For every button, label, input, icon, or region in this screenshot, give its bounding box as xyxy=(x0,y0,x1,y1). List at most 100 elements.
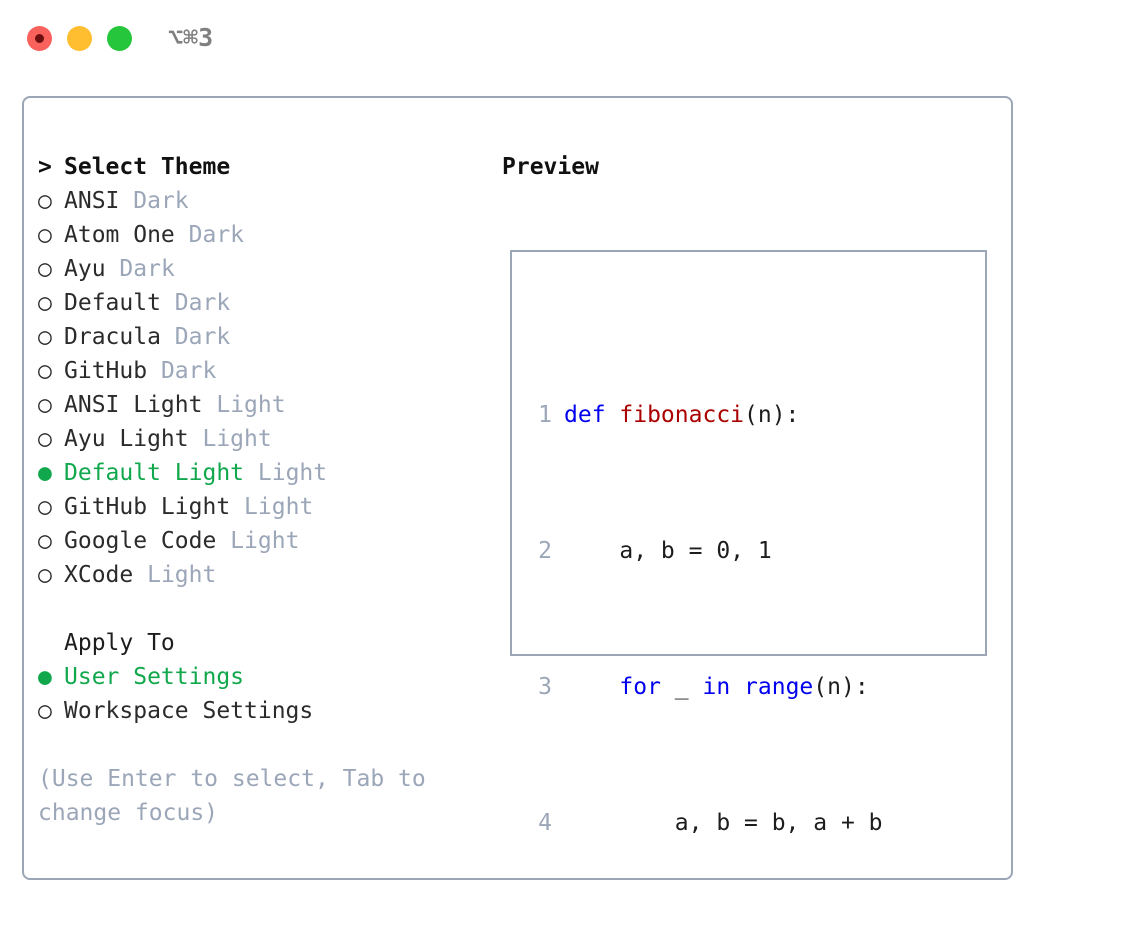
theme-variant-text: Dark xyxy=(133,188,189,214)
blank-marker xyxy=(38,626,64,660)
radio-unselected-icon: ○ xyxy=(38,256,52,282)
theme-variant-badge: Dark xyxy=(147,358,216,384)
theme-option-label: Atom One xyxy=(64,222,175,248)
theme-list-title: > Select Theme xyxy=(38,150,498,184)
dialog-panel: >Select Theme ○ANSI Dark ○Atom One Dark … xyxy=(22,96,1013,880)
theme-variant-text: Light xyxy=(257,460,328,486)
theme-variant-badge: Dark xyxy=(106,256,175,282)
theme-variant-text: Dark xyxy=(174,324,231,350)
page-title: Select Theme xyxy=(64,154,231,180)
preview-title: Preview xyxy=(502,154,599,180)
code-line: 3 for _ in range(n): xyxy=(524,670,910,704)
preview-box: 1 def fibonacci(n): 2 a, b = 0, 1 3 for _… xyxy=(510,250,987,836)
prompt-caret-icon: > xyxy=(38,154,52,180)
preview-column: Preview 1 def fibonacci(n): 2 a, b = 0, 1… xyxy=(502,150,1002,836)
radio-selected-icon: ● xyxy=(38,664,52,690)
theme-variant-text: Dark xyxy=(160,358,217,384)
theme-option-label: Dracula xyxy=(64,324,161,350)
radio-unselected-icon: ○ xyxy=(38,426,52,452)
radio-unselected-icon: ○ xyxy=(38,222,52,248)
radio-selected-icon: ● xyxy=(38,460,52,486)
theme-variant-text: Light xyxy=(216,392,286,418)
theme-variant-badge: Dark xyxy=(161,290,230,316)
radio-unselected-icon: ○ xyxy=(38,188,52,214)
keyboard-shortcut-label: ⌥⌘3 xyxy=(168,23,214,52)
code-token: (n): xyxy=(744,402,800,428)
theme-variant-badge: Light xyxy=(216,528,299,554)
code-token: fibonacci xyxy=(619,402,745,428)
theme-variant-badge: Light xyxy=(230,494,313,520)
theme-option-ansi-light[interactable]: ○ANSI Light Light xyxy=(38,388,498,422)
radio-unselected-icon: ○ xyxy=(38,358,52,384)
line-number: 2 xyxy=(538,538,552,564)
theme-variant-text: Dark xyxy=(188,222,245,248)
theme-option-default-light[interactable]: ● Default Light Light xyxy=(38,456,498,490)
theme-option-label: Ayu Light xyxy=(64,426,189,452)
theme-option-label: Ayu xyxy=(64,256,106,282)
theme-variant-badge: Light xyxy=(189,426,272,452)
theme-variant-badge: Light xyxy=(202,392,285,418)
list-spacer xyxy=(38,592,498,626)
radio-unselected-icon: ○ xyxy=(38,562,52,588)
line-number: 3 xyxy=(538,674,552,700)
radio-unselected-icon: ○ xyxy=(38,494,52,520)
radio-unselected-icon: ○ xyxy=(38,392,52,418)
minimize-window-button[interactable] xyxy=(67,26,92,51)
theme-option-label: Default xyxy=(64,290,161,316)
code-token: in xyxy=(702,674,731,700)
theme-option-github-light[interactable]: ○ GitHub Light Light xyxy=(38,490,498,524)
apply-to-option-user-settings[interactable]: ● User Settings xyxy=(38,660,498,694)
code-token: def xyxy=(564,402,620,428)
theme-variant-badge: Dark xyxy=(119,188,188,214)
apply-to-option-label: Workspace Settings xyxy=(64,698,314,724)
theme-variant-text: Light xyxy=(244,494,314,520)
keyboard-hint-text: (Use Enter to select, Tab to change focu… xyxy=(38,766,426,826)
theme-variant-text: Light xyxy=(202,426,272,452)
theme-option-label: Default Light xyxy=(64,460,245,486)
code-token: a, b = b, a + b xyxy=(564,810,883,836)
code-preview: 1 def fibonacci(n): 2 a, b = 0, 1 3 for _… xyxy=(524,296,910,934)
theme-variant-badge: Light xyxy=(244,460,327,486)
code-token: for xyxy=(619,674,661,700)
apply-to-option-workspace-settings[interactable]: ○ Workspace Settings xyxy=(38,694,498,728)
theme-option-label: GitHub Light xyxy=(64,494,231,520)
close-icon xyxy=(35,34,44,43)
theme-variant-badge: Dark xyxy=(175,222,244,248)
code-line: 4 a, b = b, a + b xyxy=(524,806,910,840)
theme-option-google-code[interactable]: ○Google Code Light xyxy=(38,524,498,558)
theme-variant-text: Dark xyxy=(119,256,175,282)
theme-variant-text: Light xyxy=(230,528,300,554)
title-bar: ⌥⌘3 xyxy=(0,0,1140,78)
code-token xyxy=(564,674,619,700)
theme-option-default-dark[interactable]: ○ Default Dark xyxy=(38,286,498,320)
radio-unselected-icon: ○ xyxy=(38,290,52,316)
apply-to-title: Apply To xyxy=(64,630,175,656)
theme-option-github-dark[interactable]: ○ GitHub Dark xyxy=(38,354,498,388)
code-token: range xyxy=(744,674,814,700)
code-token: a, b = 0, 1 xyxy=(564,538,772,564)
theme-variant-badge: Light xyxy=(133,562,216,588)
radio-unselected-icon: ○ xyxy=(38,698,52,724)
code-token: _ xyxy=(660,674,703,700)
theme-option-ansi-dark[interactable]: ○ ANSI Dark xyxy=(38,184,498,218)
theme-option-xcode[interactable]: ○ XCode Light xyxy=(38,558,498,592)
theme-option-ayu-light[interactable]: ○ Ayu Light Light xyxy=(38,422,498,456)
theme-option-dracula-dark[interactable]: ○ Dracula Dark xyxy=(38,320,498,354)
radio-unselected-icon: ○ xyxy=(38,528,52,554)
code-line: 1 def fibonacci(n): xyxy=(524,398,910,432)
theme-option-label: XCode xyxy=(64,562,134,588)
code-line: 2 a, b = 0, 1 xyxy=(524,534,910,568)
theme-option-label: ANSI xyxy=(64,188,120,214)
theme-variant-text: Light xyxy=(147,562,217,588)
theme-option-label: GitHub xyxy=(64,358,148,384)
radio-unselected-icon: ○ xyxy=(38,324,52,350)
line-number: 4 xyxy=(538,810,552,836)
apply-to-heading: Apply To xyxy=(38,626,498,660)
theme-option-ayu-dark[interactable]: ○ Ayu Dark xyxy=(38,252,498,286)
theme-option-atom-one-dark[interactable]: ○ Atom One Dark xyxy=(38,218,498,252)
line-number: 1 xyxy=(538,402,552,428)
apply-to-option-label: User Settings xyxy=(64,664,245,690)
maximize-window-button[interactable] xyxy=(107,26,132,51)
theme-list-column: >Select Theme ○ANSI Dark ○Atom One Dark … xyxy=(38,150,498,728)
